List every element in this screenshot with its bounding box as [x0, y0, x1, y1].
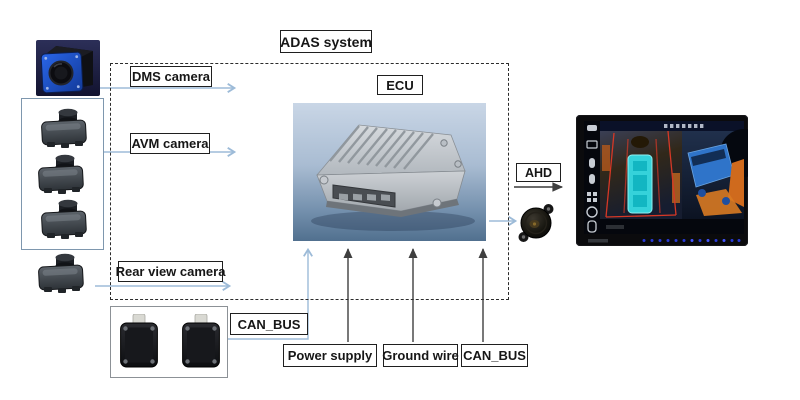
monitor-sidebar	[584, 121, 600, 234]
monitor-button-dots	[642, 239, 741, 242]
ecu-mount-tab	[319, 175, 329, 185]
surround-view-panel	[600, 130, 682, 219]
avm-camera-image-3	[38, 199, 90, 241]
can-bus-module-image-1	[120, 314, 158, 368]
car-top-view-icon	[587, 220, 597, 233]
avm-camera-label: AVM camera	[130, 133, 210, 154]
monitor-image	[576, 115, 748, 246]
adas-system-boundary	[110, 63, 509, 300]
camera-scene-panel	[682, 129, 748, 219]
wheel-icon	[586, 206, 598, 218]
rear-view-camera-image	[35, 253, 87, 295]
avm-camera-image-1	[38, 108, 90, 150]
avm-camera-group-box	[21, 98, 104, 250]
grid-icon	[587, 192, 597, 202]
sensor-pill-icon	[589, 158, 595, 168]
ecu-connector	[332, 184, 396, 208]
ecu-image	[293, 103, 486, 241]
ground-wire-label: Ground wire	[382, 344, 459, 367]
machinery-orange	[696, 189, 742, 216]
monitor-osd-text	[664, 124, 704, 128]
power-supply-label: Power supply	[283, 344, 377, 367]
sensor-pill-icon	[589, 174, 595, 184]
ecu-cooling-fins	[329, 125, 434, 170]
machinery-orange	[728, 159, 744, 207]
ecu-label: ECU	[377, 75, 423, 95]
avm-camera-image-2	[35, 154, 87, 196]
ecu-screw	[454, 160, 462, 168]
rear-view-camera-label: Rear view camera	[116, 261, 225, 282]
ecu-screw	[440, 139, 448, 147]
display-icon	[586, 140, 598, 149]
can-bus-left-label: CAN_BUS	[230, 313, 308, 335]
bus-icon	[587, 125, 597, 131]
adas-system-title: ADAS system	[280, 30, 372, 53]
monitor-brand-text	[606, 225, 624, 229]
can-bus-right-label: CAN_BUS	[461, 344, 528, 367]
can-bus-module-image-2	[182, 314, 220, 368]
ahd-label: AHD	[516, 163, 561, 182]
dms-camera-image	[36, 40, 100, 96]
ecu-mount-tab	[432, 198, 442, 208]
buzzer-image	[517, 202, 555, 244]
dms-camera-label: DMS camera	[130, 66, 212, 87]
ecu-body	[316, 124, 466, 217]
